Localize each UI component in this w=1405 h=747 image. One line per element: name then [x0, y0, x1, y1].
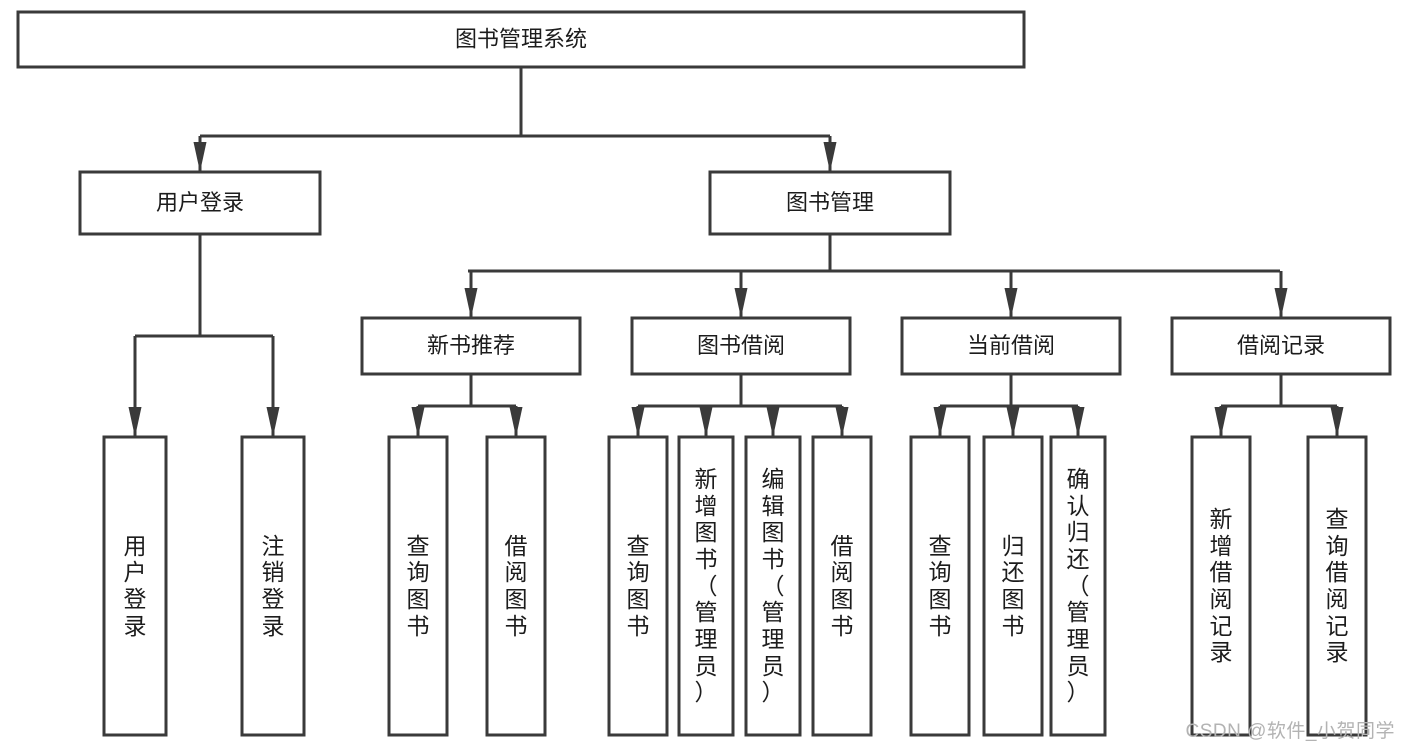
connector-layer	[128, 67, 1344, 437]
arrowhead-edge-borrowrec-split-0	[1214, 407, 1228, 437]
node-box-leaf-borrow-book[interactable]	[811, 435, 873, 737]
node-label-book-borrow: 图书借阅	[697, 333, 785, 358]
node-box-layer	[16, 10, 1392, 737]
arrowhead-edge-bookborrow-split-2	[766, 407, 780, 437]
node-box-leaf-edit-book-admin[interactable]	[744, 435, 802, 737]
node-box-root[interactable]	[16, 10, 1026, 69]
arrowhead-edge-bookborrow-split-3	[835, 407, 849, 437]
arrowhead-edge-currborrow-split-2	[1071, 407, 1085, 437]
node-box-new-book-recommend[interactable]	[360, 316, 582, 376]
node-box-leaf-borrow-book-new[interactable]	[485, 435, 547, 737]
arrowhead-edge-user-login-split-0	[128, 407, 142, 437]
node-label-new-book-recommend: 新书推荐	[427, 333, 515, 358]
node-box-book-borrow[interactable]	[630, 316, 852, 376]
node-box-leaf-logout[interactable]	[240, 435, 306, 737]
arrowhead-edge-newbook-split-1	[509, 407, 523, 437]
node-box-leaf-user-login[interactable]	[102, 435, 168, 737]
node-box-leaf-query-book-current[interactable]	[909, 435, 971, 737]
node-box-leaf-return-book[interactable]	[982, 435, 1044, 737]
node-label-borrow-record: 借阅记录	[1237, 333, 1325, 358]
node-box-book-management[interactable]	[708, 170, 952, 236]
node-box-leaf-query-book-borrow[interactable]	[607, 435, 669, 737]
arrowhead-edge-bookmgmt-split-1	[734, 288, 748, 318]
arrowhead-edge-bookborrow-split-1	[699, 407, 713, 437]
arrowhead-edge-bookmgmt-split-0	[464, 288, 478, 318]
node-box-leaf-add-book-admin[interactable]	[677, 435, 735, 737]
node-box-borrow-record[interactable]	[1170, 316, 1392, 376]
node-label-user-login: 用户登录	[156, 190, 244, 215]
node-box-current-borrow[interactable]	[900, 316, 1122, 376]
node-label-book-management: 图书管理	[786, 190, 874, 215]
node-box-leaf-query-borrow-record[interactable]	[1306, 435, 1368, 737]
node-box-leaf-confirm-return-admin[interactable]	[1049, 435, 1107, 737]
node-box-user-login[interactable]	[78, 170, 322, 236]
arrowhead-edge-currborrow-split-1	[1006, 407, 1020, 437]
node-box-leaf-add-borrow-record[interactable]	[1190, 435, 1252, 737]
node-label-current-borrow: 当前借阅	[967, 333, 1055, 358]
arrowhead-edge-bookmgmt-split-3	[1274, 288, 1288, 318]
arrowhead-edge-root-split-1	[823, 142, 837, 172]
arrowhead-edge-currborrow-split-0	[933, 407, 947, 437]
arrowhead-edge-newbook-split-0	[411, 407, 425, 437]
arrowhead-edge-bookmgmt-split-2	[1004, 288, 1018, 318]
node-label-root: 图书管理系统	[455, 26, 587, 51]
node-box-leaf-query-book-new[interactable]	[387, 435, 449, 737]
arrowhead-edge-user-login-split-1	[266, 407, 280, 437]
arrowhead-edge-borrowrec-split-1	[1330, 407, 1344, 437]
arrowhead-edge-bookborrow-split-0	[631, 407, 645, 437]
arrowhead-edge-root-split-0	[193, 142, 207, 172]
